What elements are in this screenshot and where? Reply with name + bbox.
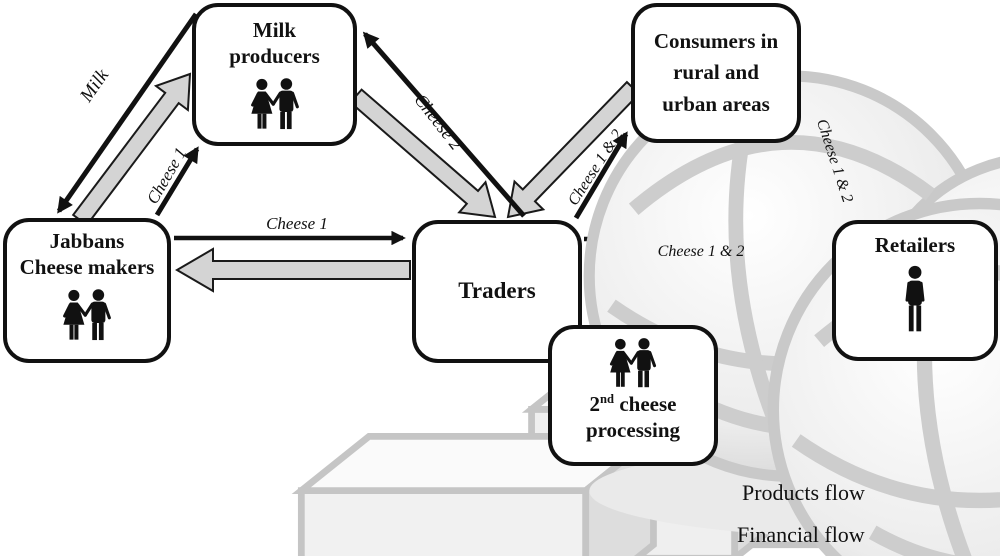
node-label: producers: [229, 44, 320, 69]
product-arrow-traders-to-milk-producers: [362, 31, 526, 218]
person-icon: [901, 265, 929, 335]
node-label: Jabbans: [49, 229, 125, 253]
node-retailers: Retailers: [832, 220, 998, 361]
couple-icon: [247, 77, 303, 133]
node-2nd-cheese-processing: 2nd cheese processing: [548, 325, 718, 466]
node-label: Traders: [458, 278, 536, 304]
product-arrow-jabbans-to-milk-producers: [154, 146, 200, 217]
legend-financial-flow-label: Financial flow: [737, 522, 865, 547]
node-label: urban areas: [662, 91, 770, 116]
node-label: Consumers in: [653, 28, 779, 53]
financial-arrow-traders-to-jabbans: [175, 247, 411, 293]
node-consumers: Consumers in rural and urban areas: [631, 3, 801, 143]
node-label: rural and: [673, 60, 759, 85]
node-label: processing: [585, 418, 681, 443]
node-label: Milk: [252, 18, 297, 42]
node-jabbans-cheese-makers: Jabbans Cheese makers: [3, 218, 171, 363]
financial-arrow-jabbans-to-milk-producers: [71, 72, 192, 227]
node-label: Retailers: [874, 233, 956, 257]
legend-products-flow-label: Products flow: [742, 480, 865, 505]
couple-icon: [606, 337, 660, 391]
edge-label-cheese1and2: Cheese 1 & 2: [657, 243, 745, 260]
node-label: 2nd cheese: [589, 392, 677, 416]
couple-icon: [59, 288, 115, 344]
edge-label-cheese1: Cheese 1: [266, 214, 328, 233]
node-label: Cheese makers: [19, 255, 155, 280]
financial-arrow-milk-producers-to-traders: [348, 88, 497, 219]
node-milk-producers: Milk producers: [192, 3, 357, 146]
product-arrow-milk-producers-to-jabbans: [56, 12, 199, 214]
product-arrow-traders-to-consumers: [573, 131, 629, 220]
financial-arrow-consumers-to-traders: [506, 80, 641, 219]
